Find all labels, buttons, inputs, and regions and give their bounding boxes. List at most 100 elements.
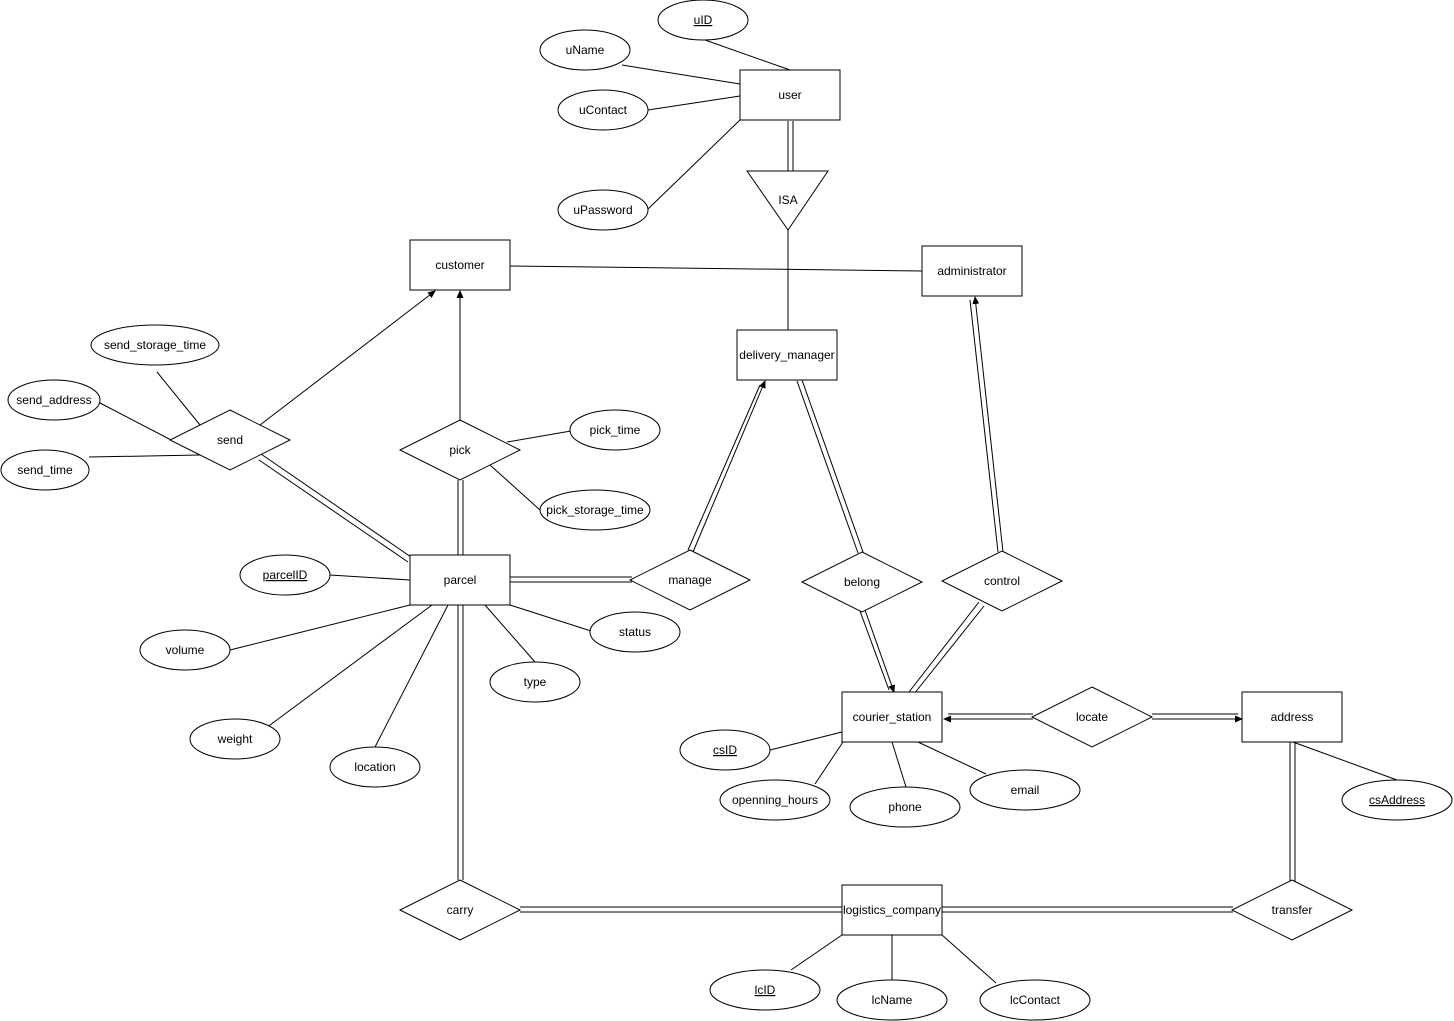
attribute-key-label: lcID: [755, 983, 776, 997]
link-pick-storage-time: [489, 464, 541, 511]
relationship-label: locate: [1076, 710, 1108, 724]
entity-label: address: [1271, 710, 1314, 724]
attribute-location: location: [329, 746, 421, 788]
link-send-storage-time: [156, 371, 201, 426]
attribute-label: status: [619, 625, 651, 639]
link-control-cs-b: [913, 605, 985, 695]
attribute-lc-name: lcName: [836, 979, 948, 1021]
attribute-type: type: [489, 661, 581, 703]
link-user-upassword: [646, 119, 741, 211]
link-manage-dm-b: [692, 380, 766, 553]
attribute-email: email: [969, 769, 1081, 811]
link-parcel-status: [509, 604, 592, 632]
link-address-csaddress: [1292, 741, 1398, 781]
attribute-weight: weight: [189, 718, 281, 760]
link-control-admin-b: [972, 296, 1004, 553]
link-user-ucontact: [647, 95, 741, 111]
entity-customer: customer: [409, 239, 511, 291]
relationship-label: send: [217, 433, 243, 447]
attribute-openning-hours: openning_hours: [719, 779, 831, 821]
isa-triangle: ISA: [746, 170, 829, 231]
relationship-label: transfer: [1272, 903, 1313, 917]
attribute-ucontact: uContact: [557, 89, 649, 131]
relationship-pick: pick: [398, 419, 522, 481]
attribute-cs-address: csAddress: [1341, 779, 1453, 821]
entity-delivery-manager: delivery_manager: [736, 329, 838, 381]
attribute-label: volume: [166, 643, 205, 657]
isa-label: ISA: [778, 193, 797, 207]
attribute-phone: phone: [849, 786, 961, 828]
link-lc-contact: [941, 934, 997, 984]
entity-administrator: administrator: [921, 245, 1023, 297]
link-send-customer: [259, 290, 436, 426]
link-cs-email: [917, 741, 987, 775]
attribute-label: weight: [217, 732, 253, 746]
attribute-send-storage-time: send_storage_time: [90, 324, 220, 366]
entity-courier-station: courier_station: [841, 691, 943, 743]
relationship-label: control: [984, 574, 1020, 588]
attribute-label: lcName: [872, 993, 913, 1007]
attribute-lc-contact: lcContact: [979, 979, 1091, 1021]
relationship-label: pick: [449, 443, 471, 457]
attribute-label: phone: [888, 800, 922, 814]
attribute-key-label: csAddress: [1369, 793, 1425, 807]
link-belong-cs-b: [864, 609, 895, 693]
attribute-label: email: [1011, 783, 1040, 797]
link-send-parcel-b: [258, 459, 409, 563]
link-belong-cs-a: [859, 610, 890, 691]
link-send-parcel-a: [260, 453, 412, 558]
attribute-label: send_storage_time: [104, 338, 206, 352]
link-parcel-id: [329, 574, 411, 581]
attribute-key-label: uID: [694, 13, 713, 27]
attribute-label: uContact: [579, 103, 628, 117]
relationship-label: belong: [844, 575, 880, 589]
relationship-label: manage: [668, 573, 712, 587]
attribute-send-time: send_time: [0, 449, 90, 491]
link-cs-id: [769, 731, 843, 751]
attribute-label: send_address: [16, 393, 91, 407]
link-parcel-location: [374, 604, 449, 748]
attribute-label: send_time: [17, 463, 73, 477]
attribute-cs-id: csID: [679, 729, 771, 771]
relationship-send: send: [168, 409, 292, 471]
attribute-label: openning_hours: [732, 793, 818, 807]
connectors: [88, 39, 1398, 984]
link-parcel-weight: [265, 604, 433, 729]
attribute-send-address: send_address: [7, 379, 101, 421]
entity-label: user: [778, 88, 801, 102]
entity-label: customer: [435, 258, 484, 272]
attribute-lc-id: lcID: [709, 969, 821, 1011]
attribute-uname: uName: [539, 29, 631, 71]
entity-label: courier_station: [853, 710, 932, 724]
entities: user customer administrator delivery_man…: [409, 69, 1343, 936]
link-cs-phone: [891, 741, 907, 788]
link-parcel-volume: [229, 604, 411, 651]
link-user-uname: [621, 64, 741, 85]
link-send-time: [88, 454, 201, 458]
entity-parcel: parcel: [409, 554, 511, 606]
attribute-label: uName: [566, 43, 605, 57]
link-customer-administrator: [509, 265, 923, 272]
entity-label: delivery_manager: [739, 348, 834, 362]
attribute-label: lcContact: [1010, 993, 1061, 1007]
link-user-uid: [704, 39, 791, 71]
attribute-upassword: uPassword: [557, 189, 649, 231]
attribute-label: location: [354, 760, 395, 774]
relationship-carry: carry: [398, 879, 522, 941]
attribute-status: status: [589, 611, 681, 653]
link-pick-time: [506, 430, 572, 443]
attribute-pick-storage-time: pick_storage_time: [539, 489, 651, 531]
link-parcel-type: [484, 604, 536, 663]
relationship-manage: manage: [628, 549, 752, 611]
link-lc-id: [790, 934, 843, 971]
relationship-transfer: transfer: [1230, 879, 1354, 941]
attribute-parcel-id: parcelID: [239, 554, 331, 596]
entity-user: user: [739, 69, 841, 121]
attribute-key-label: csID: [713, 743, 737, 757]
attribute-pick-time: pick_time: [569, 409, 661, 451]
attribute-key-label: parcelID: [263, 568, 308, 582]
attribute-volume: volume: [139, 629, 231, 671]
entity-logistics-company: logistics_company: [841, 884, 943, 936]
relationship-locate: locate: [1030, 686, 1154, 748]
